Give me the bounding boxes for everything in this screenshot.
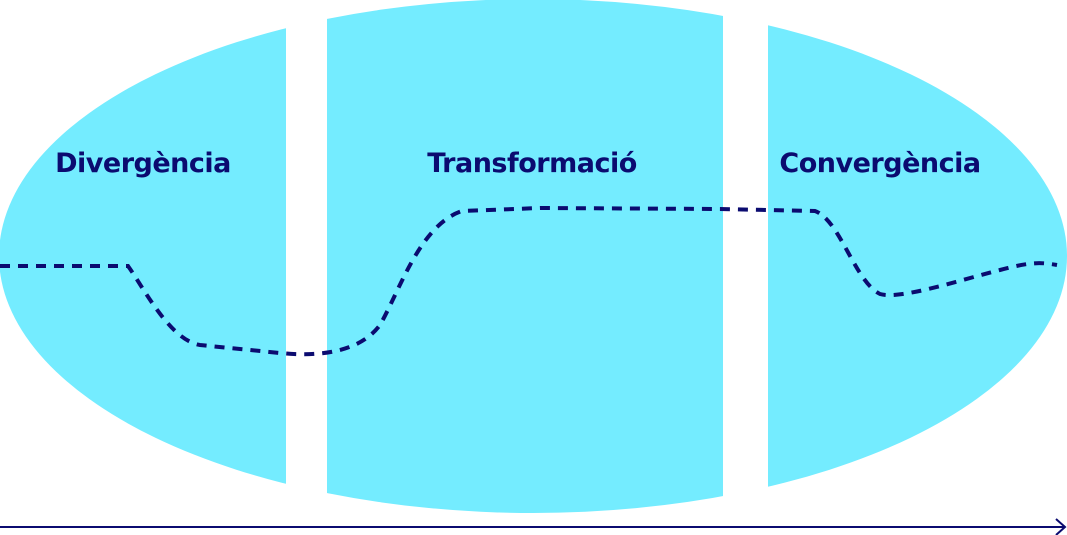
process-dashed-line [0, 205, 1058, 357]
phase-label-divergence: Divergència [55, 148, 231, 179]
right-arrow-icon [1055, 518, 1067, 535]
phase-label-convergence: Convergència [779, 148, 980, 179]
phase-transformation-area [327, 0, 723, 513]
timeline-axis [0, 518, 1067, 535]
phase-label-transformation: Transformació [427, 148, 637, 179]
phase-convergence-area [768, 0, 1067, 513]
